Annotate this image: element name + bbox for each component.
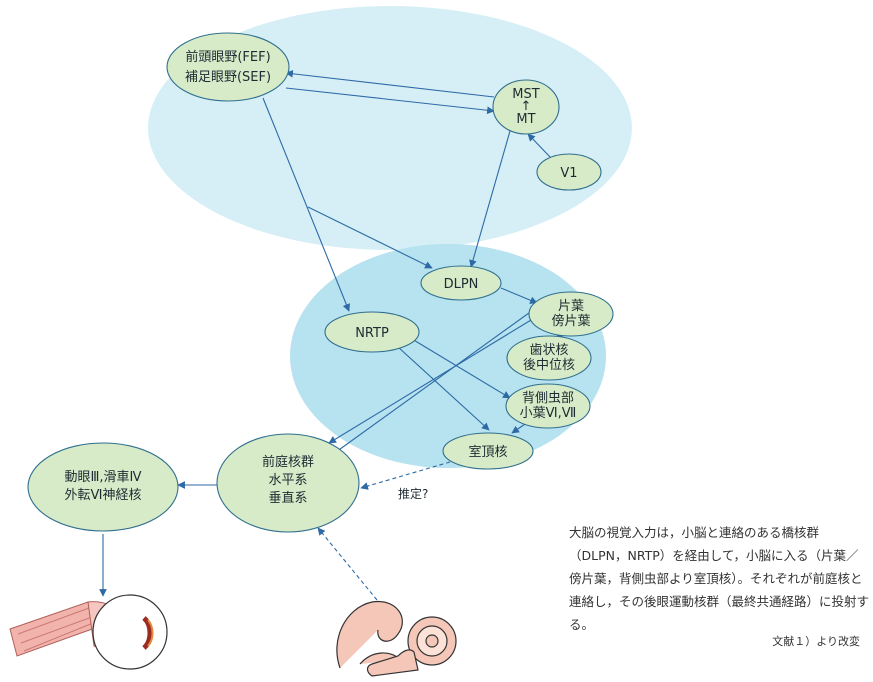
- node-vermis: [505, 383, 591, 429]
- svg-text:背側虫部小葉Ⅵ,Ⅶ: 背側虫部小葉Ⅵ,Ⅶ: [520, 391, 577, 421]
- mt-label: MT: [516, 112, 535, 127]
- edge-fef-to-nrtp: [262, 97, 350, 312]
- svg-text:片葉傍片葉: 片葉傍片葉: [551, 299, 590, 329]
- node-dentate: [506, 335, 592, 381]
- edge-nrtp-to-fastigial: [397, 346, 490, 431]
- sef-label: 補足眼野(SEF): [185, 70, 271, 85]
- node-mst-mt: [492, 79, 560, 135]
- svg-text:前頭眼野(FEF)補足眼野(SEF): 前頭眼野(FEF) 補足眼野(SEF): [185, 49, 271, 85]
- node-nrtp: [324, 311, 420, 353]
- mst-mt-arrow-label: ↑: [521, 99, 532, 114]
- edge-nrtp-to-vermis: [411, 338, 511, 399]
- edge-mt-to-dlpn: [469, 130, 511, 268]
- abducens-label: 外転Ⅵ神経核: [65, 488, 142, 503]
- inferred-edge-label: 推定?: [398, 486, 428, 501]
- fastigial-label: 室頂核: [468, 444, 507, 460]
- dentate-label: 歯状核: [529, 343, 568, 358]
- node-fastigial: [442, 432, 534, 470]
- horizontal-system-label: 水平系: [268, 473, 307, 488]
- vertical-system-label: 垂直系: [268, 491, 307, 506]
- node-v1: [536, 153, 602, 191]
- edge-v1-to-mt: [527, 133, 552, 159]
- oculomotor-label: 動眼Ⅲ,滑車Ⅳ: [64, 470, 141, 485]
- nrtp-label: NRTP: [355, 326, 389, 341]
- lobules-label: 小葉Ⅵ,Ⅶ: [520, 406, 577, 421]
- eye-icon: [9, 594, 168, 670]
- flocculus-label: 片葉: [558, 299, 584, 314]
- edge-ear-to-vestibular: [317, 527, 378, 601]
- figure-caption: 大脳の視覚入力は，小脳と連絡のある橋核群（DLPN，NRTP）を経由して，小脳に…: [569, 525, 870, 632]
- svg-text:歯状核後中位核: 歯状核後中位核: [523, 343, 575, 373]
- node-vestibular: [216, 433, 360, 533]
- v1-label: V1: [560, 166, 577, 181]
- svg-text:前庭核群水平系垂直系: 前庭核群水平系垂直系: [262, 454, 314, 506]
- mst-label: MST: [512, 87, 539, 102]
- posterior-interpositus-label: 後中位核: [523, 358, 575, 373]
- paraflocculus-label: 傍片葉: [551, 313, 590, 329]
- dlpn-label: DLPN: [444, 277, 479, 292]
- edge-fef-to-dlpn: [307, 206, 433, 269]
- edge-flocculus-to-vestibular: [328, 316, 537, 444]
- edge-mst-to-fef: [285, 69, 495, 98]
- node-fef-sef: [166, 32, 290, 102]
- svg-text:MST↑MT: MST↑MT: [512, 87, 539, 127]
- edge-vestibular-to-flocculus: [335, 304, 541, 453]
- dorsal-vermis-label: 背側虫部: [522, 391, 574, 406]
- edge-fef-to-mst: [285, 87, 495, 115]
- node-dlpn: [420, 265, 502, 301]
- fef-label: 前頭眼野(FEF): [185, 49, 270, 65]
- edge-fastigial-to-vestibular-inferred: [360, 461, 451, 490]
- figure-credit: 文献１）より改変: [772, 635, 860, 648]
- inner-ear-icon: [336, 600, 457, 677]
- node-oculomotor: [27, 442, 179, 532]
- node-flocculus: [528, 291, 614, 337]
- edge-dlpn-to-flocculus: [500, 287, 538, 304]
- vestibular-label: 前庭核群: [262, 454, 314, 470]
